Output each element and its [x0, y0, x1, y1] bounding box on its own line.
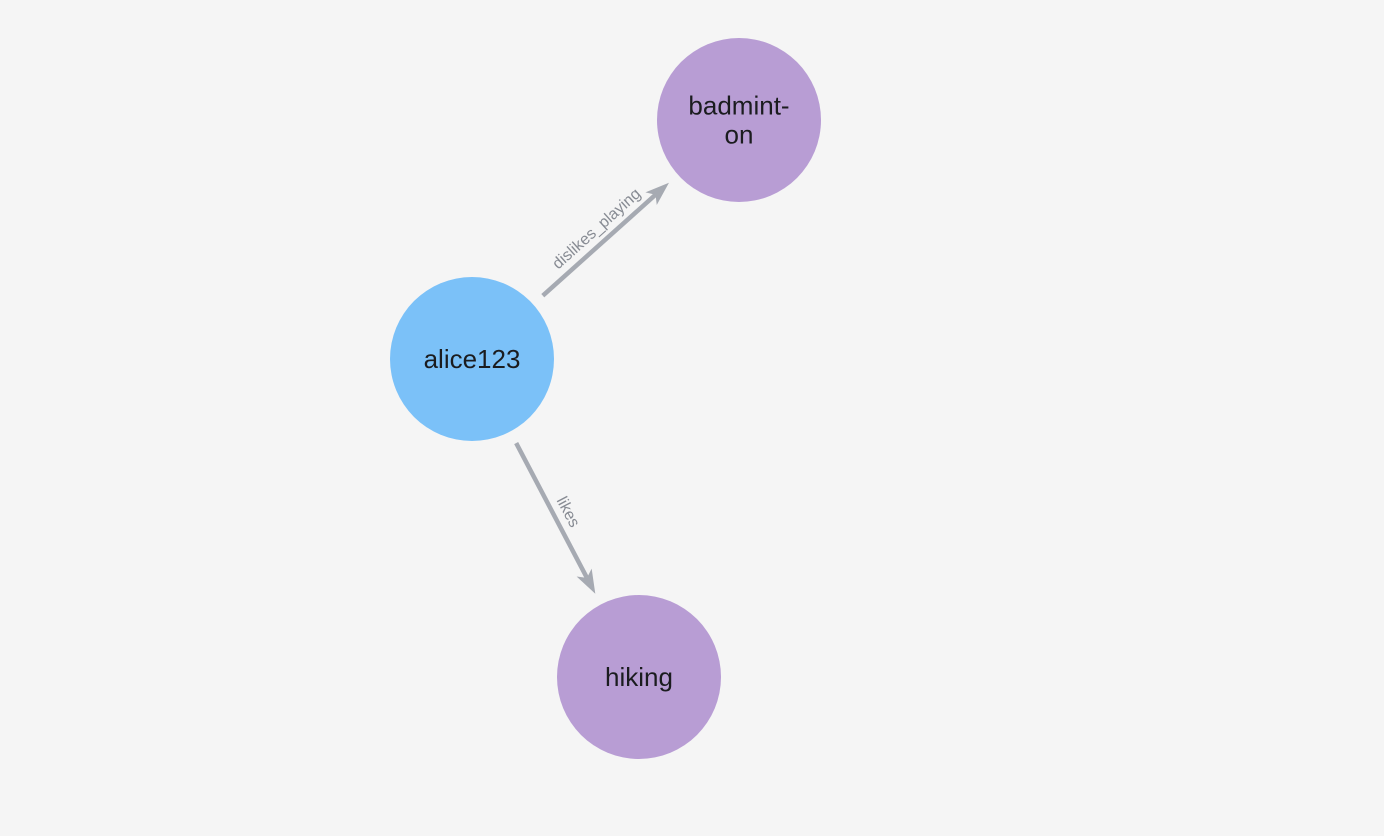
edge-label: dislikes_playing	[549, 185, 644, 272]
graph-node-alice123[interactable]: alice123	[390, 277, 554, 441]
graph-edge-likes[interactable]: likes	[514, 442, 596, 594]
edge-arrowhead-icon	[645, 182, 669, 206]
node-circle[interactable]	[657, 38, 821, 202]
graph-node-badminton[interactable]: badmint-on	[657, 38, 821, 202]
edge-line	[541, 193, 658, 298]
graph-node-hiking[interactable]: hiking	[557, 595, 721, 759]
edge-line	[514, 442, 589, 579]
graph-edge-dislikes_playing[interactable]: dislikes_playing	[541, 182, 669, 298]
node-circle[interactable]	[557, 595, 721, 759]
node-circle[interactable]	[390, 277, 554, 441]
edge-arrowhead-icon	[576, 568, 596, 594]
